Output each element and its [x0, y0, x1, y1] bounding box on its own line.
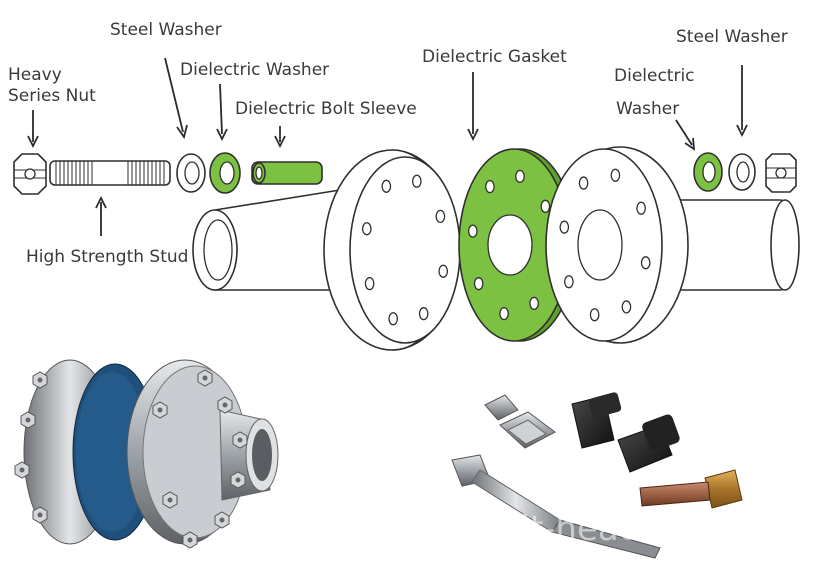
label-high-strength-stud: High Strength Stud	[26, 247, 188, 267]
photo-bolt-nut	[152, 401, 168, 419]
photo-bolt-nut	[217, 396, 233, 414]
steel-washer-left	[176, 153, 206, 193]
high-strength-stud	[49, 160, 171, 186]
bolt-hole	[559, 220, 570, 234]
dielectric-washer-right	[693, 152, 723, 192]
label-heavy-series-nut-2: Series Nut	[8, 86, 96, 106]
brass-hex-bolt-photo	[639, 469, 743, 509]
long-silver-bolt-photo	[451, 454, 661, 559]
bolt-hole	[438, 264, 449, 278]
photo-bolt-nut	[197, 369, 213, 387]
photo-bolt-nut	[232, 431, 248, 449]
black-socket-bolt-photo	[617, 414, 680, 473]
heavy-series-nut-left	[13, 153, 47, 195]
bolt-hole	[515, 169, 525, 184]
dielectric-gasket	[458, 148, 577, 342]
callout-arrows	[27, 57, 748, 236]
dielectric-washer-left	[209, 152, 241, 194]
left-flange-assembly	[192, 149, 461, 351]
photo-bolt-nut	[20, 411, 36, 429]
bolt-hole	[578, 176, 589, 190]
bolt-hole	[499, 306, 509, 321]
label-dielectric-washer-right-2: Washer	[616, 99, 679, 119]
label-steel-washer-right: Steel Washer	[676, 27, 788, 47]
right-flange-assembly	[545, 146, 800, 344]
label-dielectric-gasket: Dielectric Gasket	[422, 47, 567, 67]
label-dielectric-bolt-sleeve: Dielectric Bolt Sleeve	[235, 99, 417, 119]
bolt-hole	[418, 307, 429, 321]
bolt-hole	[467, 224, 478, 238]
dielectric-bolt-sleeve	[251, 161, 323, 185]
bolt-hole	[411, 174, 422, 188]
photo-bolt-nut	[182, 531, 198, 549]
bolt-hole	[388, 312, 399, 326]
bolt-hole	[610, 168, 621, 182]
photo-bolt-nut	[214, 511, 230, 529]
label-heavy-series-nut-1: Heavy	[8, 65, 62, 85]
bolt-hole	[364, 276, 375, 291]
bolt-hole	[381, 179, 392, 193]
photo-bolt-nut	[14, 461, 30, 479]
bolt-hole	[621, 300, 632, 314]
bolt-hole	[485, 180, 495, 194]
label-steel-washer-left: Steel Washer	[110, 20, 222, 40]
photo-bolt-nut	[32, 506, 48, 524]
label-dielectric-washer-left: Dielectric Washer	[180, 60, 329, 80]
bolt-hole	[640, 256, 651, 270]
bolt-hole	[435, 209, 446, 224]
black-twelve-point-bolt-photo	[571, 392, 622, 449]
assembled-flange-photo	[14, 359, 279, 549]
photo-bolt-nut	[162, 491, 178, 509]
photo-bolt-nut	[230, 471, 246, 489]
label-dielectric-washer-right-1: Dielectric	[614, 66, 695, 86]
heavy-series-nut-right	[765, 153, 797, 193]
bolt-hole	[473, 277, 484, 291]
bolt-hole	[589, 308, 600, 322]
bolt-hole	[564, 275, 574, 289]
watermark-text: bolt-heading.co	[478, 509, 743, 549]
bolts-photo	[451, 392, 743, 559]
bolt-hole	[361, 222, 372, 236]
photo-bolt-nut	[32, 371, 48, 389]
bolt-hole	[636, 201, 646, 215]
hex-flange-bolt-photo	[484, 394, 556, 449]
steel-washer-right	[728, 153, 756, 191]
bolt-hole	[529, 296, 539, 310]
bolt-hole	[540, 199, 551, 213]
